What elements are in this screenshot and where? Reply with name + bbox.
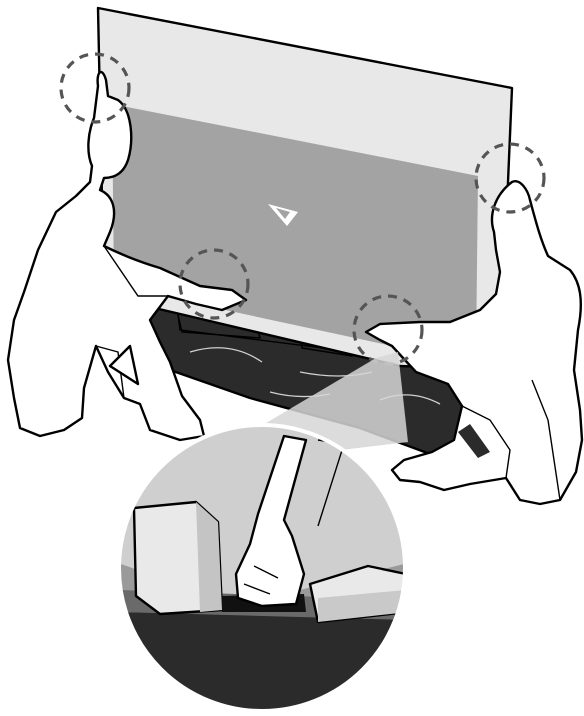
zoom-detail-icon [110, 420, 420, 716]
